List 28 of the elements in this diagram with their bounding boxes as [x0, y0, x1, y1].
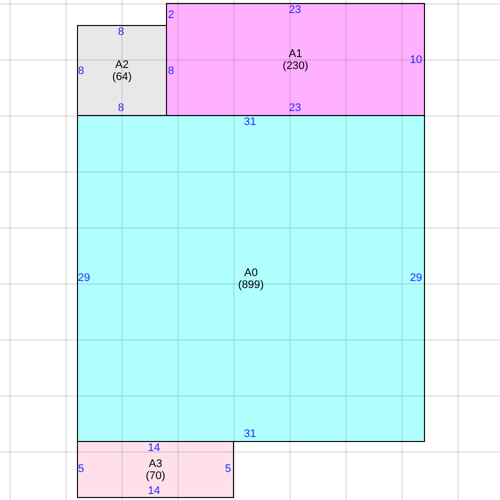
dimension-label: 8: [78, 65, 84, 77]
dimension-label: 8: [118, 26, 124, 38]
room-area: [77, 115, 425, 442]
area-value: (230): [282, 60, 308, 72]
dimension-label: 23: [288, 102, 302, 114]
dimension-label: 5: [78, 463, 84, 475]
dimension-label: 14: [148, 442, 160, 454]
room-area: [166, 3, 425, 116]
area-name: A1: [288, 48, 302, 60]
dimension-label: 2: [168, 9, 174, 21]
dimension-label: 10: [410, 54, 422, 66]
area-value: (70): [146, 470, 166, 482]
dimension-label: 5: [224, 463, 232, 475]
room-area: [77, 441, 234, 498]
dimension-label: 8: [118, 102, 124, 114]
area-name: A0: [244, 266, 258, 278]
room-area: [77, 25, 167, 116]
dimension-label: 23: [288, 4, 302, 16]
area-value: (64): [112, 70, 132, 82]
dimension-label: 29: [78, 272, 90, 284]
dimension-label: 14: [148, 485, 160, 497]
area-name: A2: [115, 58, 129, 70]
dimension-label: 8: [168, 65, 174, 77]
dimension-label: 31: [244, 428, 256, 440]
area-name: A3: [148, 458, 162, 470]
dimension-label: 29: [410, 272, 422, 284]
dimension-label: 31: [244, 116, 256, 128]
area-value: (899): [238, 278, 264, 290]
